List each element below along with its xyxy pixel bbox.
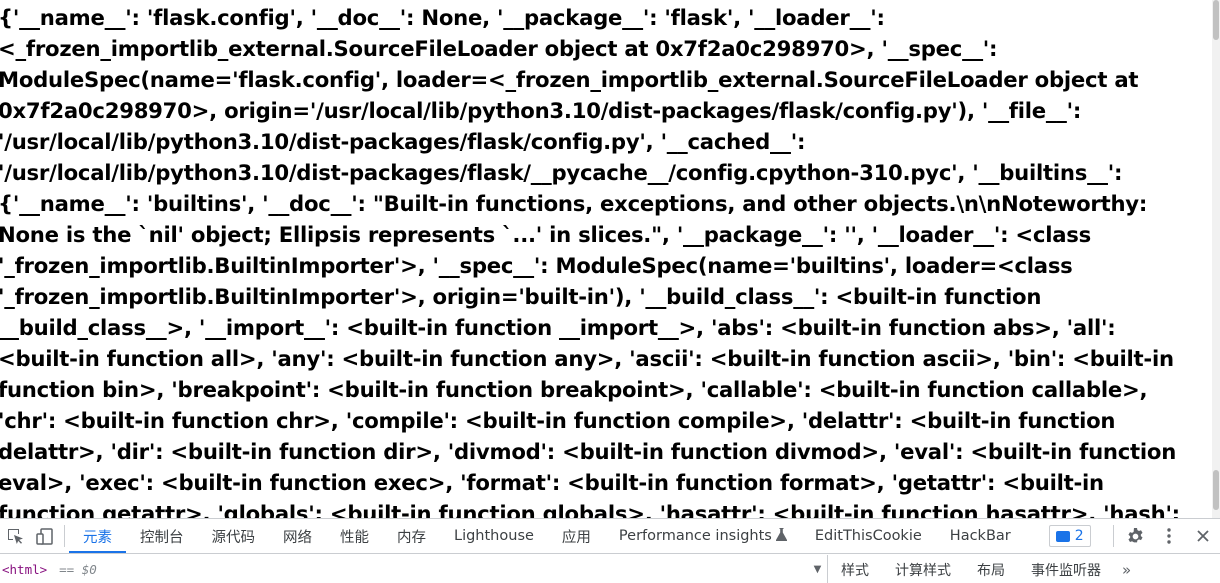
tab-application[interactable]: 应用 [561,529,591,546]
text-line: '_frozen_importlib.BuiltinImporter'>, '_… [0,253,1073,278]
tab-console[interactable]: 控制台 [140,529,184,546]
tab-network[interactable]: 网络 [283,529,312,546]
chevron-down-icon[interactable]: ▼ [808,555,828,583]
inspect-icon[interactable] [0,519,30,553]
tab-event-listeners[interactable]: 事件监听器 [1031,562,1101,579]
device-toggle-icon[interactable] [30,519,60,553]
text-line: '_frozen_importlib.BuiltinImporter'>, or… [0,284,1042,309]
more-tabs-icon[interactable]: » [1122,560,1132,579]
page-text: {'__name__': 'flask.config', '__doc__': … [0,2,1198,518]
gear-icon[interactable] [1118,519,1152,553]
tab-styles[interactable]: 样式 [841,562,869,579]
text-line: function getattr>, 'globals': <built-in … [0,501,1180,518]
tab-performance[interactable]: 性能 [340,529,369,546]
scrollbar-thumb-top[interactable] [1213,0,1219,40]
message-icon [1055,530,1070,542]
issues-count: 2 [1074,528,1084,544]
text-line: <built-in function all>, 'any': <built-i… [0,346,1174,371]
text-line: 0x7f2a0c298970>, origin='/usr/local/lib/… [0,98,1082,123]
tab-elements[interactable]: 元素 [69,519,126,553]
text-line: None is the `nil' object; Ellipsis repre… [0,222,1092,247]
text-line: <_frozen_importlib_external.SourceFileLo… [0,36,998,61]
text-line: 'chr': <built-in function chr>, 'compile… [0,408,1116,433]
vertical-scrollbar[interactable] [1212,0,1220,518]
text-line: ModuleSpec(name='flask.config', loader=<… [0,67,1139,92]
tab-performance-insights[interactable]: Performance insights [605,519,801,553]
issues-button[interactable]: 2 [1048,525,1091,547]
tab-memory[interactable]: 内存 [397,529,426,546]
tab-editthiscookie[interactable]: EditThisCookie [814,528,922,544]
toolbar-divider [64,525,65,547]
flask-icon [775,527,787,545]
toolbar-divider [1113,525,1114,547]
tab-layout[interactable]: 布局 [977,562,1005,579]
text-line: __build_class__>, '__import__': <built-i… [0,315,1116,340]
text-line: function bin>, 'breakpoint': <built-in f… [0,377,1148,402]
text-line: {'__name__': 'flask.config', '__doc__': … [0,5,885,30]
devtools-panel: 元素 控制台 源代码 网络 性能 内存 Lighthouse 应用 Perfor… [0,518,1220,583]
text-line: '/usr/local/lib/python3.10/dist-packages… [0,160,1123,185]
page-content: {'__name__': 'flask.config', '__doc__': … [0,2,1198,518]
scrollbar-thumb[interactable] [1213,470,1219,510]
breadcrumb-tag[interactable]: <html> [2,562,48,577]
breadcrumb-selected-marker: == $0 [59,562,97,577]
text-line: delattr>, 'dir': <built-in function dir>… [0,439,1177,464]
tab-hackbar[interactable]: HackBar [949,528,1011,544]
text-line: eval>, 'exec': <built-in function exec>,… [0,470,1104,495]
more-vert-icon[interactable] [1152,519,1186,553]
tab-sources[interactable]: 源代码 [211,529,256,546]
breadcrumb[interactable]: <html> == $0 [0,555,808,583]
text-line: '/usr/local/lib/python3.10/dist-packages… [0,129,806,154]
close-icon[interactable] [1186,519,1220,553]
tab-computed[interactable]: 计算样式 [895,562,951,579]
devtools-tabbar: 元素 控制台 源代码 网络 性能 内存 Lighthouse 应用 Perfor… [0,519,1220,554]
text-line: {'__name__': 'builtins', '__doc__': "Bui… [0,191,1148,216]
devtools-bottombar: <html> == $0 ▼ 样式 计算样式 布局 事件监听器 » [0,555,1220,583]
tab-lighthouse[interactable]: Lighthouse [454,528,534,544]
